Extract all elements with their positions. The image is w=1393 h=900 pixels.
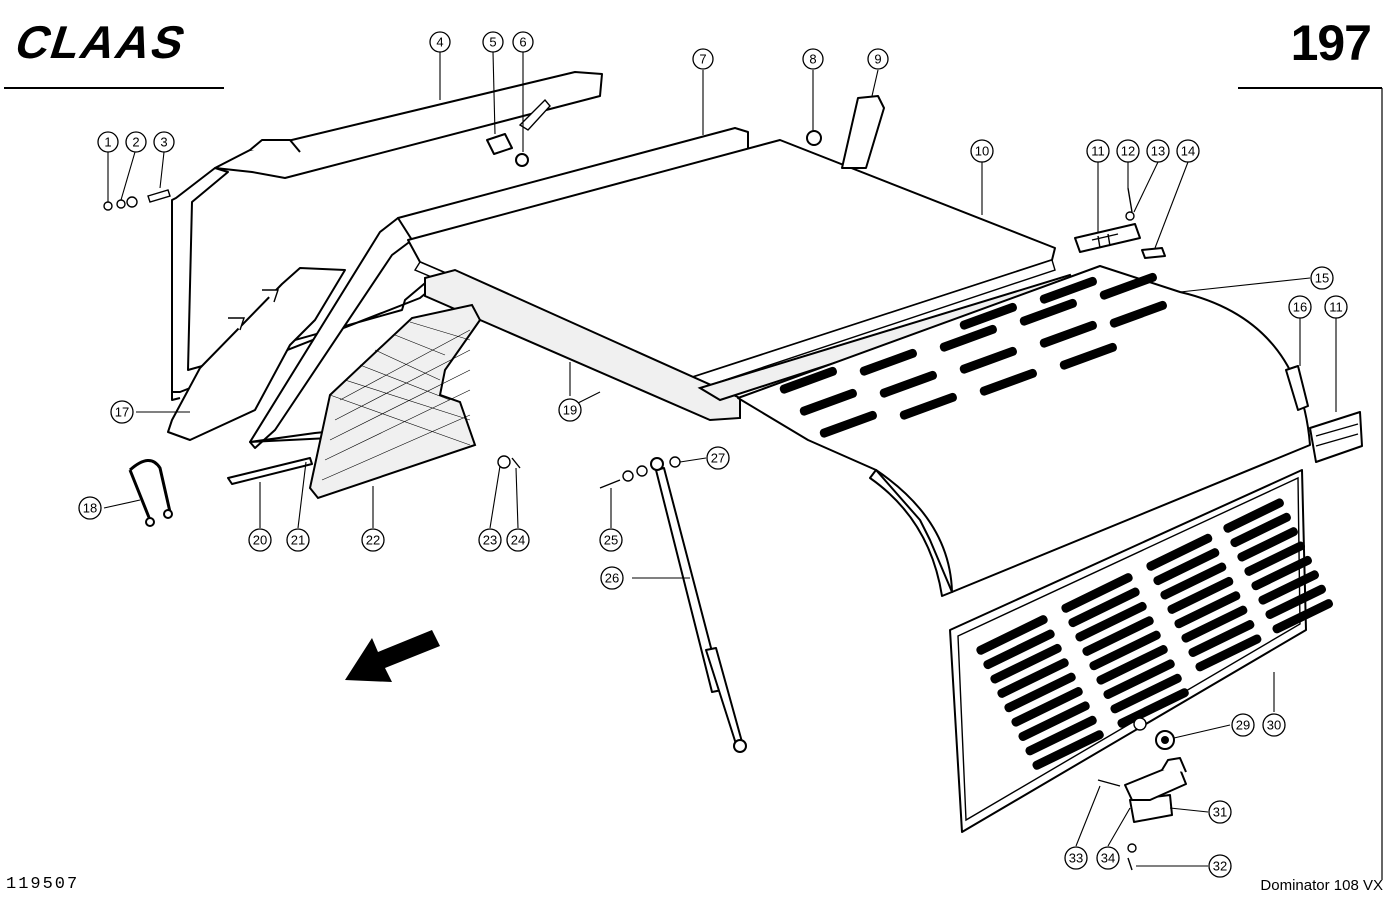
part-19-foam-strip (424, 268, 1077, 422)
callout-26: 26 (600, 566, 624, 590)
brand-logo: CLAAS (9, 17, 194, 69)
model-name: Dominator 108 VX (1260, 877, 1383, 894)
callout-33: 33 (1064, 846, 1088, 870)
part-16-pin (1285, 365, 1309, 411)
svg-text:14: 14 (1181, 144, 1195, 159)
callout-11-top: 11 (1086, 139, 1110, 163)
callout-24: 24 (506, 528, 530, 552)
callout-19: 19 (558, 398, 582, 422)
svg-text:32: 32 (1213, 859, 1227, 874)
svg-text:17: 17 (115, 405, 129, 420)
part-29-grommet (1155, 730, 1175, 750)
part-11-hinge-right (1309, 411, 1363, 463)
callout-30: 30 (1262, 713, 1286, 737)
callout-2: 2 (125, 131, 147, 153)
callout-9: 9 (867, 48, 889, 70)
svg-text:3: 3 (160, 135, 167, 150)
svg-text:11: 11 (1091, 144, 1105, 159)
svg-text:2: 2 (132, 135, 139, 150)
callout-15: 15 (1310, 266, 1334, 290)
callout-22: 22 (361, 528, 385, 552)
svg-text:15: 15 (1315, 271, 1329, 286)
part-18-cable (128, 459, 173, 527)
svg-text:16: 16 (1293, 300, 1307, 315)
svg-text:9: 9 (874, 52, 881, 67)
part-9-upright (841, 95, 885, 169)
callout-21: 21 (286, 528, 310, 552)
svg-text:23: 23 (483, 533, 497, 548)
callout-20: 20 (248, 528, 272, 552)
callout-6: 6 (512, 31, 534, 53)
callout-12: 12 (1116, 139, 1140, 163)
svg-text:29: 29 (1236, 718, 1250, 733)
svg-text:26: 26 (605, 571, 619, 586)
part-22-foam-block (308, 303, 482, 500)
callout-18: 18 (78, 496, 102, 520)
direction-arrow (345, 630, 440, 682)
svg-text:8: 8 (809, 52, 816, 67)
callout-4: 4 (429, 31, 451, 53)
svg-text:33: 33 (1069, 851, 1083, 866)
callout-29: 29 (1231, 713, 1255, 737)
callout-8: 8 (802, 48, 824, 70)
grille-vents (976, 498, 1334, 770)
svg-text:7: 7 (699, 52, 706, 67)
drawing-number: 119507 (6, 875, 80, 894)
callout-25: 25 (599, 528, 623, 552)
svg-text:6: 6 (519, 35, 526, 50)
callout-32: 32 (1208, 854, 1232, 878)
callout-31: 31 (1208, 800, 1232, 824)
part-14-plate (1141, 247, 1166, 259)
svg-text:4: 4 (436, 35, 443, 50)
svg-text:1: 1 (104, 135, 111, 150)
part-4-beam (214, 71, 603, 179)
svg-text:24: 24 (511, 533, 525, 548)
callout-14: 14 (1176, 139, 1200, 163)
svg-text:25: 25 (604, 533, 618, 548)
callout-13: 13 (1146, 139, 1170, 163)
part-26-gas-strut (650, 457, 747, 753)
svg-text:19: 19 (563, 403, 577, 418)
page-number: 197 (1290, 15, 1372, 71)
svg-text:22: 22 (366, 533, 380, 548)
svg-text:31: 31 (1213, 805, 1227, 820)
leader-lines (103, 51, 1337, 867)
callout-11-right: 11 (1324, 295, 1348, 319)
part-15-hood (737, 265, 1311, 597)
part-20-strip (227, 457, 313, 485)
callout-1: 1 (97, 131, 119, 153)
callout-3: 3 (153, 131, 175, 153)
callout-23: 23 (478, 528, 502, 552)
part-30-grille (949, 469, 1334, 833)
svg-text:12: 12 (1121, 144, 1135, 159)
callout-7: 7 (692, 48, 714, 70)
callout-5: 5 (482, 31, 504, 53)
svg-text:5: 5 (489, 35, 496, 50)
hood-vents (779, 272, 1167, 438)
brand-logo-text: CLAAS (9, 17, 194, 69)
callouts: 1 2 3 4 5 6 7 8 9 10 11 12 13 14 15 16 1… (78, 31, 1348, 878)
callout-27: 27 (706, 446, 730, 470)
part-11-hinge-top (1074, 223, 1141, 253)
svg-text:20: 20 (253, 533, 267, 548)
svg-text:13: 13 (1151, 144, 1165, 159)
callout-16: 16 (1288, 295, 1312, 319)
svg-text:11: 11 (1329, 300, 1343, 315)
svg-text:34: 34 (1101, 851, 1115, 866)
svg-text:27: 27 (711, 451, 725, 466)
callout-17: 17 (110, 400, 134, 424)
part-34-latch-bracket (1124, 757, 1187, 801)
svg-text:10: 10 (975, 144, 989, 159)
callout-34: 34 (1096, 846, 1120, 870)
callout-10: 10 (970, 139, 994, 163)
svg-text:18: 18 (83, 501, 97, 516)
svg-text:30: 30 (1267, 718, 1281, 733)
part-17-bracket (167, 267, 346, 441)
svg-text:21: 21 (291, 533, 305, 548)
